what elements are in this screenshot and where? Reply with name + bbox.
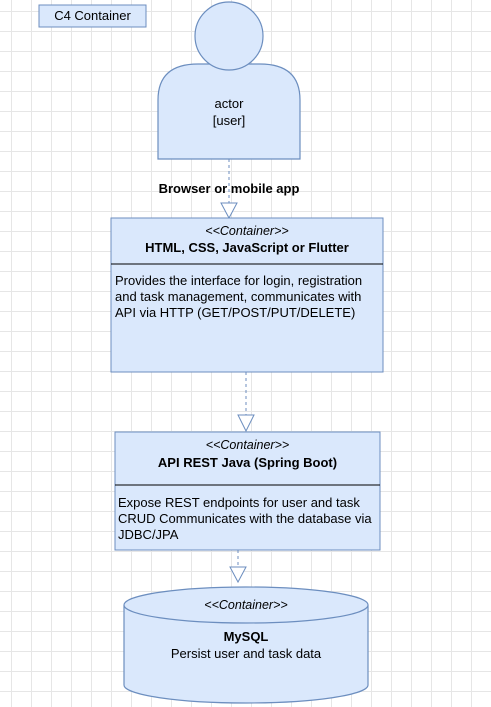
connector-frontend-api[interactable] <box>237 372 255 433</box>
actor-head <box>194 1 264 71</box>
database-name: MySQL <box>223 629 269 644</box>
frontend-description: Provides the interface for login, regist… <box>115 273 363 320</box>
arrowhead-icon <box>220 202 238 220</box>
connector-api-database[interactable] <box>229 550 247 584</box>
api-name: API REST Java (Spring Boot) <box>157 455 338 470</box>
title-tag-box[interactable] <box>38 4 147 28</box>
database-stereotype: <<Container>> <box>204 598 288 612</box>
actor-body <box>157 63 301 160</box>
database-cylinder[interactable] <box>123 586 369 704</box>
arrowhead-icon <box>237 414 255 433</box>
frontend-name: HTML, CSS, JavaScript or Flutter <box>145 240 349 255</box>
actor-type: [user] <box>212 113 246 128</box>
database-description: Persist user and task data <box>170 646 322 661</box>
connector-actor-frontend[interactable] <box>220 159 238 220</box>
api-stereotype: <<Container>> <box>205 438 290 452</box>
arrowhead-icon <box>229 566 247 584</box>
actor-name: actor <box>214 96 244 111</box>
frontend-container[interactable] <box>110 217 384 373</box>
frontend-stereotype: <<Container>> <box>205 224 289 238</box>
api-container[interactable] <box>114 431 381 551</box>
database-top <box>123 586 369 624</box>
api-description: Expose REST endpoints for user and task … <box>118 495 372 542</box>
title-tag-label: C4 Container <box>54 8 131 23</box>
edge-label: Browser or mobile app <box>158 181 300 196</box>
actor-shape[interactable] <box>157 1 301 160</box>
